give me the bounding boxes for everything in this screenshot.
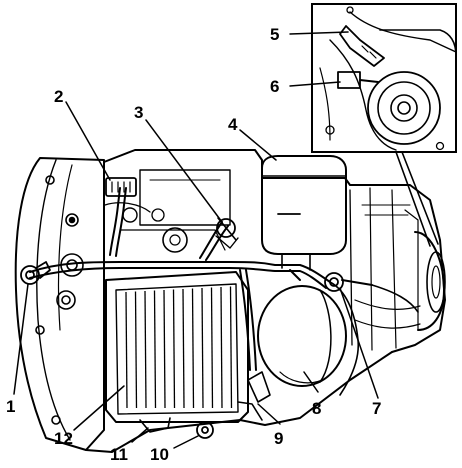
leader-5 bbox=[289, 31, 349, 35]
heat-sink-fin bbox=[191, 288, 195, 409]
reservoir-item-4 bbox=[261, 155, 347, 271]
heat-sink-fin bbox=[163, 289, 166, 409]
heat-sink-fin bbox=[201, 287, 204, 409]
detail-inset bbox=[311, 3, 457, 247]
callout-9: 9 bbox=[274, 429, 283, 448]
leader-7 bbox=[339, 287, 379, 399]
leader-lines bbox=[13, 31, 379, 449]
heat-sink-fin bbox=[210, 287, 214, 409]
connector-item-3 bbox=[215, 217, 239, 249]
callout-3: 3 bbox=[134, 103, 143, 122]
control-unit-item-12 bbox=[105, 271, 249, 423]
tab-item-11 bbox=[139, 417, 171, 433]
bolt-item-10 bbox=[196, 421, 214, 439]
heat-sink-fin bbox=[220, 286, 223, 409]
bracket-item-9 bbox=[237, 371, 271, 421]
callout-8: 8 bbox=[312, 399, 321, 418]
control-unit-fins bbox=[125, 286, 233, 409]
leader-1 bbox=[13, 283, 29, 395]
leader-6 bbox=[289, 81, 341, 87]
heat-sink-fin bbox=[125, 291, 128, 409]
heat-sink-fin bbox=[172, 289, 176, 409]
accumulator-item-8 bbox=[257, 285, 347, 387]
sensor-item-7 bbox=[324, 272, 373, 292]
leader-4 bbox=[239, 129, 277, 161]
callout-12: 12 bbox=[54, 429, 73, 448]
leader-3 bbox=[145, 119, 223, 223]
heat-sink-fin bbox=[144, 290, 147, 409]
callout-7: 7 bbox=[372, 399, 381, 418]
heat-sink-fin bbox=[229, 286, 233, 409]
callout-11: 11 bbox=[110, 445, 128, 464]
leader-8 bbox=[303, 371, 319, 393]
connector-item-1 bbox=[20, 261, 51, 285]
leader-10 bbox=[173, 435, 199, 449]
callout-6: 6 bbox=[270, 77, 279, 96]
callout-labels: 1 2 3 4 5 6 7 8 9 10 11 12 bbox=[6, 25, 381, 464]
leader-2 bbox=[65, 101, 111, 181]
callout-4: 4 bbox=[228, 115, 238, 134]
callout-10: 10 bbox=[150, 445, 169, 464]
wiring-harness bbox=[29, 187, 419, 396]
heat-sink-fin bbox=[153, 290, 157, 409]
heat-sink-fin bbox=[134, 291, 138, 409]
leader-9 bbox=[257, 403, 281, 425]
leader-12 bbox=[73, 385, 125, 431]
callout-5: 5 bbox=[270, 25, 279, 44]
heat-sink-fin bbox=[182, 288, 185, 409]
leader-11 bbox=[131, 427, 149, 443]
bell-housing-bolts bbox=[35, 175, 84, 425]
callout-2: 2 bbox=[54, 87, 63, 106]
connector-item-2 bbox=[105, 177, 137, 197]
callout-1: 1 bbox=[6, 397, 15, 416]
